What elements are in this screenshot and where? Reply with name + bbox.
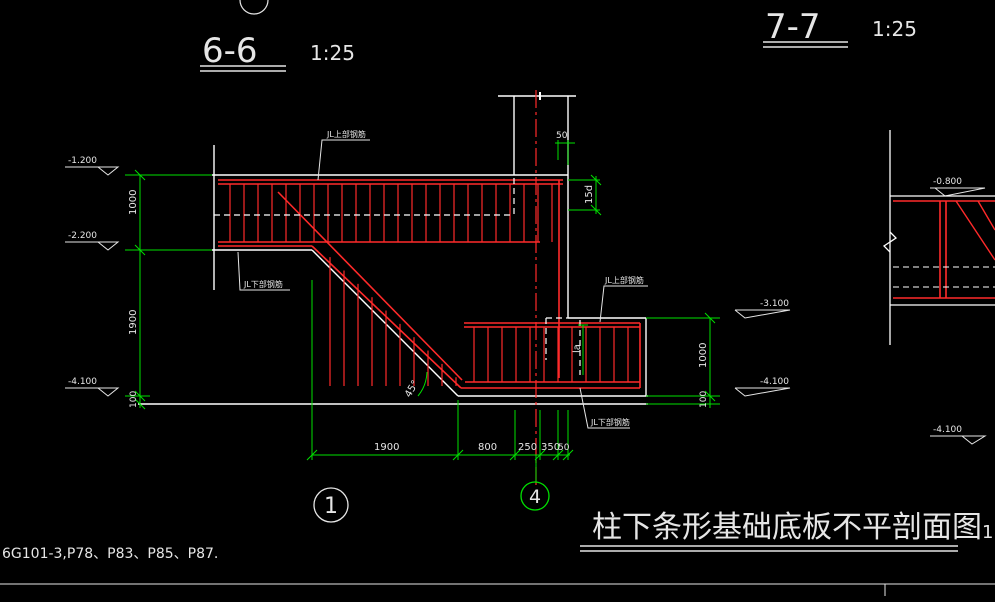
dim-bottom-250: 250 bbox=[518, 442, 537, 453]
elev-far-right-bottom: -4.100 bbox=[933, 425, 962, 435]
grid-axis-4-label: 4 bbox=[529, 486, 541, 508]
label-upper-right: JL上部钢筋 bbox=[604, 275, 644, 285]
dim-right-1000: 1000 bbox=[698, 343, 709, 368]
dim-bottom-350: 350 bbox=[541, 442, 560, 453]
dim-angle: 45° bbox=[403, 379, 421, 400]
stirrups-upper bbox=[229, 184, 553, 242]
main-title-scale: 1: bbox=[982, 522, 995, 543]
elev-far-right-top: -0.800 bbox=[933, 177, 962, 187]
top-detail-circle bbox=[239, 0, 269, 15]
dim-bottom-50: 50 bbox=[558, 443, 570, 453]
section-6-6-label: 6-6 bbox=[202, 31, 258, 71]
foundation-outline bbox=[138, 95, 648, 405]
dimension-texts: 1000 1900 100 1000 100 50 15d la 45° 190… bbox=[128, 131, 709, 453]
dim-left-1900: 1900 bbox=[128, 310, 139, 335]
main-title: 柱下条形基础底板不平剖面图 bbox=[592, 510, 982, 545]
elevation-markers bbox=[65, 166, 987, 445]
elevation-labels: -1.200 -2.200 -4.100 -3.100 -4.100 -0.80… bbox=[68, 156, 962, 435]
dim-right-100: 100 bbox=[699, 391, 709, 408]
label-lower-left: JL下部钢筋 bbox=[243, 279, 283, 289]
section-6-6-title: 6-6 1:25 bbox=[200, 31, 355, 72]
reference-note: 6G101-3,P78、P83、P85、P87. bbox=[2, 546, 218, 562]
dim-bottom-800: 800 bbox=[478, 442, 497, 453]
elev-right-top: -3.100 bbox=[760, 299, 789, 309]
axis-lines bbox=[535, 90, 541, 485]
elev-right-bottom: -4.100 bbox=[760, 377, 789, 387]
dim-15d: 15d bbox=[584, 185, 595, 204]
dim-left-100: 100 bbox=[129, 391, 139, 408]
section-7-7-scale: 1:25 bbox=[872, 17, 917, 41]
dim-bottom-1900: 1900 bbox=[374, 442, 399, 453]
label-upper-left: JL上部钢筋 bbox=[326, 129, 366, 139]
dim-top-50: 50 bbox=[556, 131, 568, 141]
dashed-lines bbox=[214, 178, 581, 375]
stirrups-lower bbox=[329, 257, 629, 386]
elev-left-top: -1.200 bbox=[68, 156, 97, 166]
grid-axis-1: 1 bbox=[313, 487, 349, 523]
section-7-7-partial bbox=[882, 130, 995, 345]
grid-axis-1-label: 1 bbox=[324, 494, 338, 519]
dim-left-1000: 1000 bbox=[128, 190, 139, 215]
rebar-leaders bbox=[237, 139, 648, 429]
label-lower-right: JL下部钢筋 bbox=[590, 417, 630, 427]
dim-la: la bbox=[572, 344, 583, 353]
elev-left-mid: -2.200 bbox=[68, 231, 97, 241]
section-7-7-label: 7-7 bbox=[765, 7, 821, 47]
rebar-labels: JL上部钢筋 JL下部钢筋 JL上部钢筋 JL下部钢筋 bbox=[243, 129, 644, 427]
grid-axis-4: 4 bbox=[520, 481, 550, 511]
main-title-block: 柱下条形基础底板不平剖面图 1: bbox=[580, 510, 995, 552]
dimension-lines bbox=[125, 140, 720, 461]
elev-left-bottom: -4.100 bbox=[68, 377, 97, 387]
section-7-7-title: 7-7 1:25 bbox=[763, 7, 917, 48]
section-6-6-scale: 1:25 bbox=[310, 41, 355, 65]
